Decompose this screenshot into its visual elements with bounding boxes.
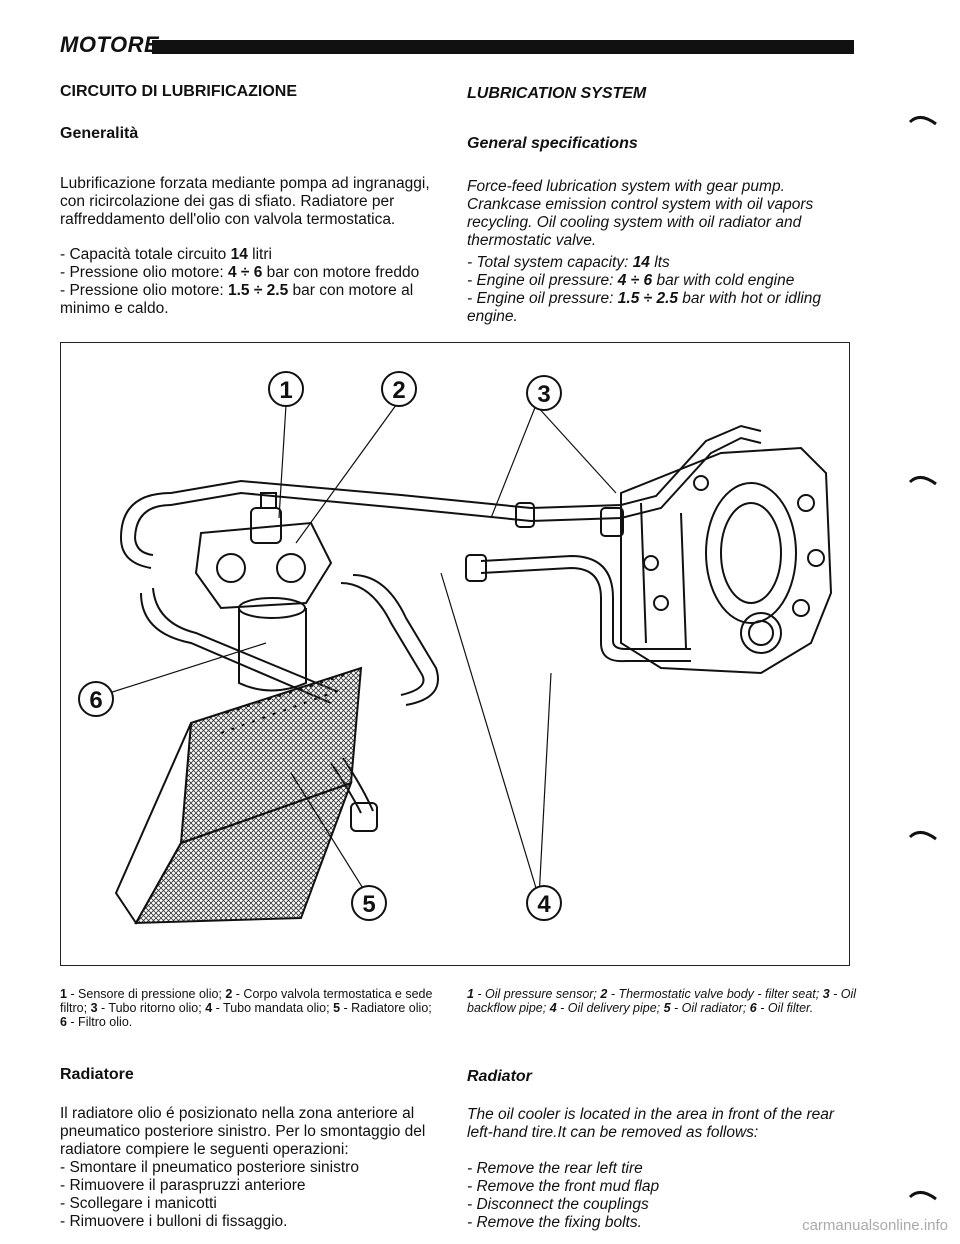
lubrication-diagram: 1 2 3 4 5 6 (60, 342, 850, 966)
list-item: - Smontare il pneumatico posteriore sini… (60, 1159, 359, 1176)
section-header: MOTORE (60, 30, 854, 60)
left-spec-line: - Pressione olio motore: 4 ÷ 6 bar con m… (60, 264, 420, 281)
left-intro: Lubrificazione forzata mediante pompa ad… (60, 175, 430, 228)
right-radiator-text: The oil cooler is located in the area in… (467, 1106, 835, 1141)
list-item: - Rimuovere il paraspruzzi anteriore (60, 1177, 306, 1194)
left-spec-line: - Pressione olio motore: 1.5 ÷ 2.5 bar c… (60, 282, 414, 317)
left-radiator-title: Radiatore (60, 1066, 134, 1083)
right-spec-line: - Total system capacity: 14 lts (467, 254, 670, 271)
left-radiator-text: Il radiatore olio é posizionato nella zo… (60, 1105, 426, 1158)
callout-1: 1 (268, 371, 304, 407)
binding-mark (908, 831, 937, 841)
oil-filter (238, 597, 307, 692)
callout-3: 3 (526, 375, 562, 411)
list-item: - Disconnect the couplings (467, 1196, 649, 1213)
left-title: CIRCUITO DI LUBRIFICAZIONE (60, 83, 298, 100)
binding-mark (908, 1191, 937, 1201)
callout-2: 2 (381, 371, 417, 407)
left-radiator-steps: - Smontare il pneumatico posteriore sini… (60, 1159, 438, 1231)
diagram-drawing: 1 2 3 4 5 6 (78, 371, 833, 925)
callout-4: 4 (526, 885, 562, 921)
svg-text:3: 3 (537, 381, 550, 408)
left-spec-line: - Capacità totale circuito 14 litri (60, 246, 272, 263)
callout-6: 6 (78, 681, 114, 717)
delivery-pipe (465, 554, 691, 663)
right-subtitle: General specifications (467, 135, 638, 152)
header-rule (152, 40, 854, 54)
caption-en: 1 - Oil pressure sensor; 2 - Thermostati… (467, 987, 857, 1015)
list-item: - Remove the fixing bolts. (467, 1214, 642, 1231)
caption-it: 1 - Sensore di pressione olio; 2 - Corpo… (60, 987, 433, 1029)
watermark: carmanualsonline.info (802, 1217, 948, 1234)
valve-body (194, 492, 333, 610)
svg-text:6: 6 (89, 687, 102, 714)
callout-5: 5 (351, 885, 387, 921)
right-title: LUBRICATION SYSTEM (467, 85, 647, 102)
right-spec-line: - Engine oil pressure: 1.5 ÷ 2.5 bar wit… (467, 290, 822, 325)
engine-cover (620, 446, 833, 675)
svg-text:1: 1 (279, 377, 292, 404)
svg-text:4: 4 (537, 891, 551, 918)
list-item: - Remove the rear left tire (467, 1160, 643, 1177)
section-title: MOTORE (60, 32, 160, 57)
right-spec-list: - Total system capacity: 14 lts - Engine… (467, 254, 859, 326)
return-pipe (119, 424, 762, 569)
list-item: - Remove the front mud flap (467, 1178, 660, 1195)
right-radiator-steps: - Remove the rear left tire - Remove the… (467, 1160, 859, 1232)
left-subtitle: Generalità (60, 125, 139, 142)
list-item: - Rimuovere i bulloni di fissaggio. (60, 1213, 288, 1230)
list-item: - Scollegare i manicotti (60, 1195, 217, 1212)
svg-text:2: 2 (392, 377, 405, 404)
left-spec-list: - Capacità totale circuito 14 litri - Pr… (60, 246, 438, 318)
oil-radiator (114, 666, 363, 925)
leader-lines (102, 400, 617, 899)
right-spec-line: - Engine oil pressure: 4 ÷ 6 bar with co… (467, 272, 795, 289)
right-intro: Force-feed lubrication system with gear … (467, 178, 814, 249)
binding-mark (908, 476, 937, 486)
right-radiator-title: Radiator (467, 1068, 532, 1085)
svg-text:5: 5 (362, 891, 375, 918)
binding-mark (908, 116, 937, 126)
